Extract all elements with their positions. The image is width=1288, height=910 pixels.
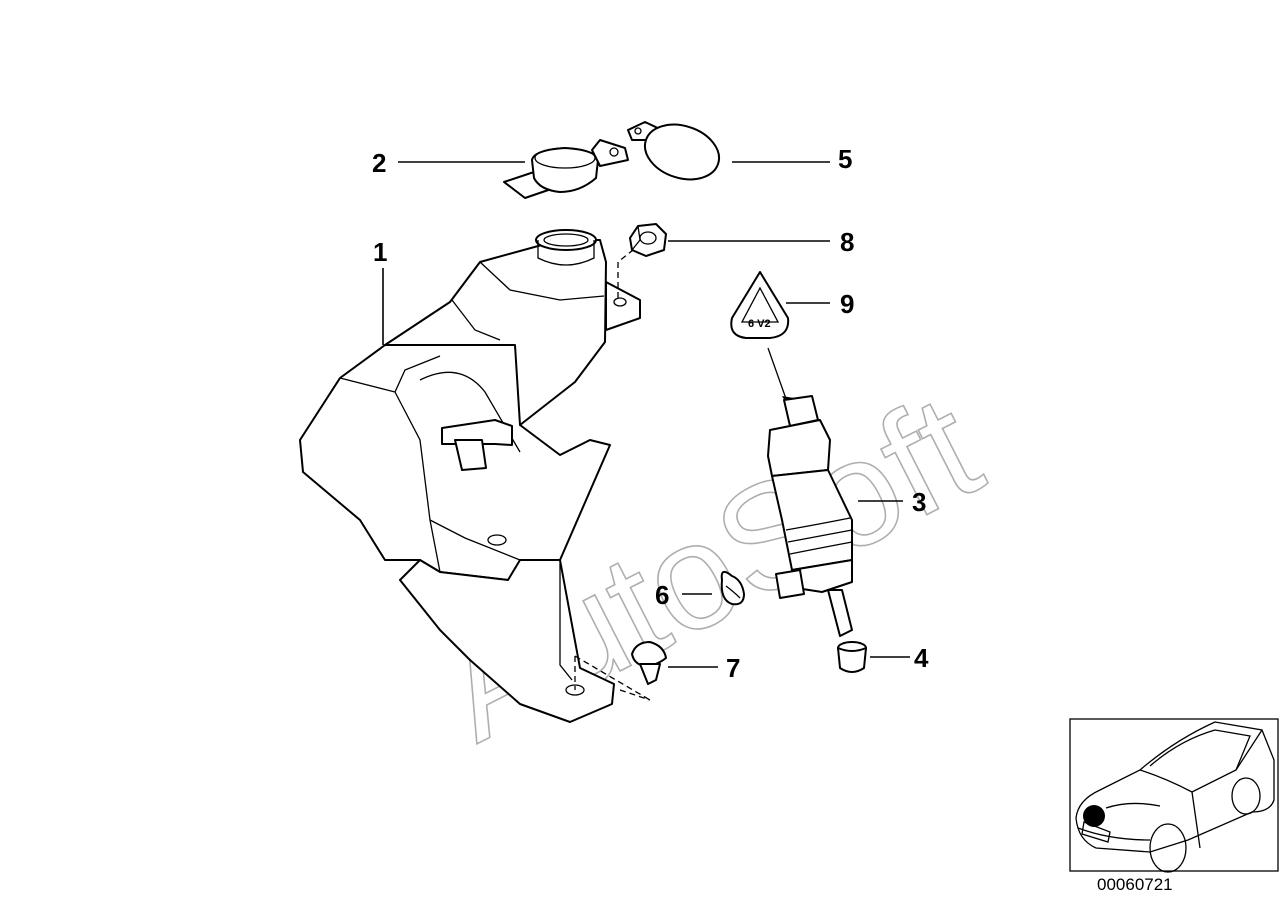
callout-2: 2 [372,148,386,178]
car-outline-icon [1075,721,1275,873]
part-hex-nut [629,223,667,257]
vehicle-locator [1069,718,1279,873]
callout-8: 8 [840,227,854,257]
document-number: 00060721 [1097,875,1173,894]
part-filler-cap [503,139,629,199]
callout-5: 5 [838,144,852,174]
part-warning-label: 6 V2 [730,271,790,339]
part-push-clip [631,641,667,685]
callout-6: 6 [655,580,669,610]
callout-3: 3 [912,487,926,517]
part-washer-pump [767,395,853,637]
callout-4: 4 [914,643,929,673]
part-seal-cap [627,121,721,181]
svg-text:6 V2: 6 V2 [748,318,771,330]
part-hose-clamp [720,570,745,606]
callout-1: 1 [373,237,387,267]
location-marker [1083,805,1105,827]
callout-9: 9 [840,289,854,319]
part-reservoir [299,229,651,723]
leader-lines [382,161,910,668]
part-grommet [837,641,867,673]
callout-7: 7 [726,653,740,683]
